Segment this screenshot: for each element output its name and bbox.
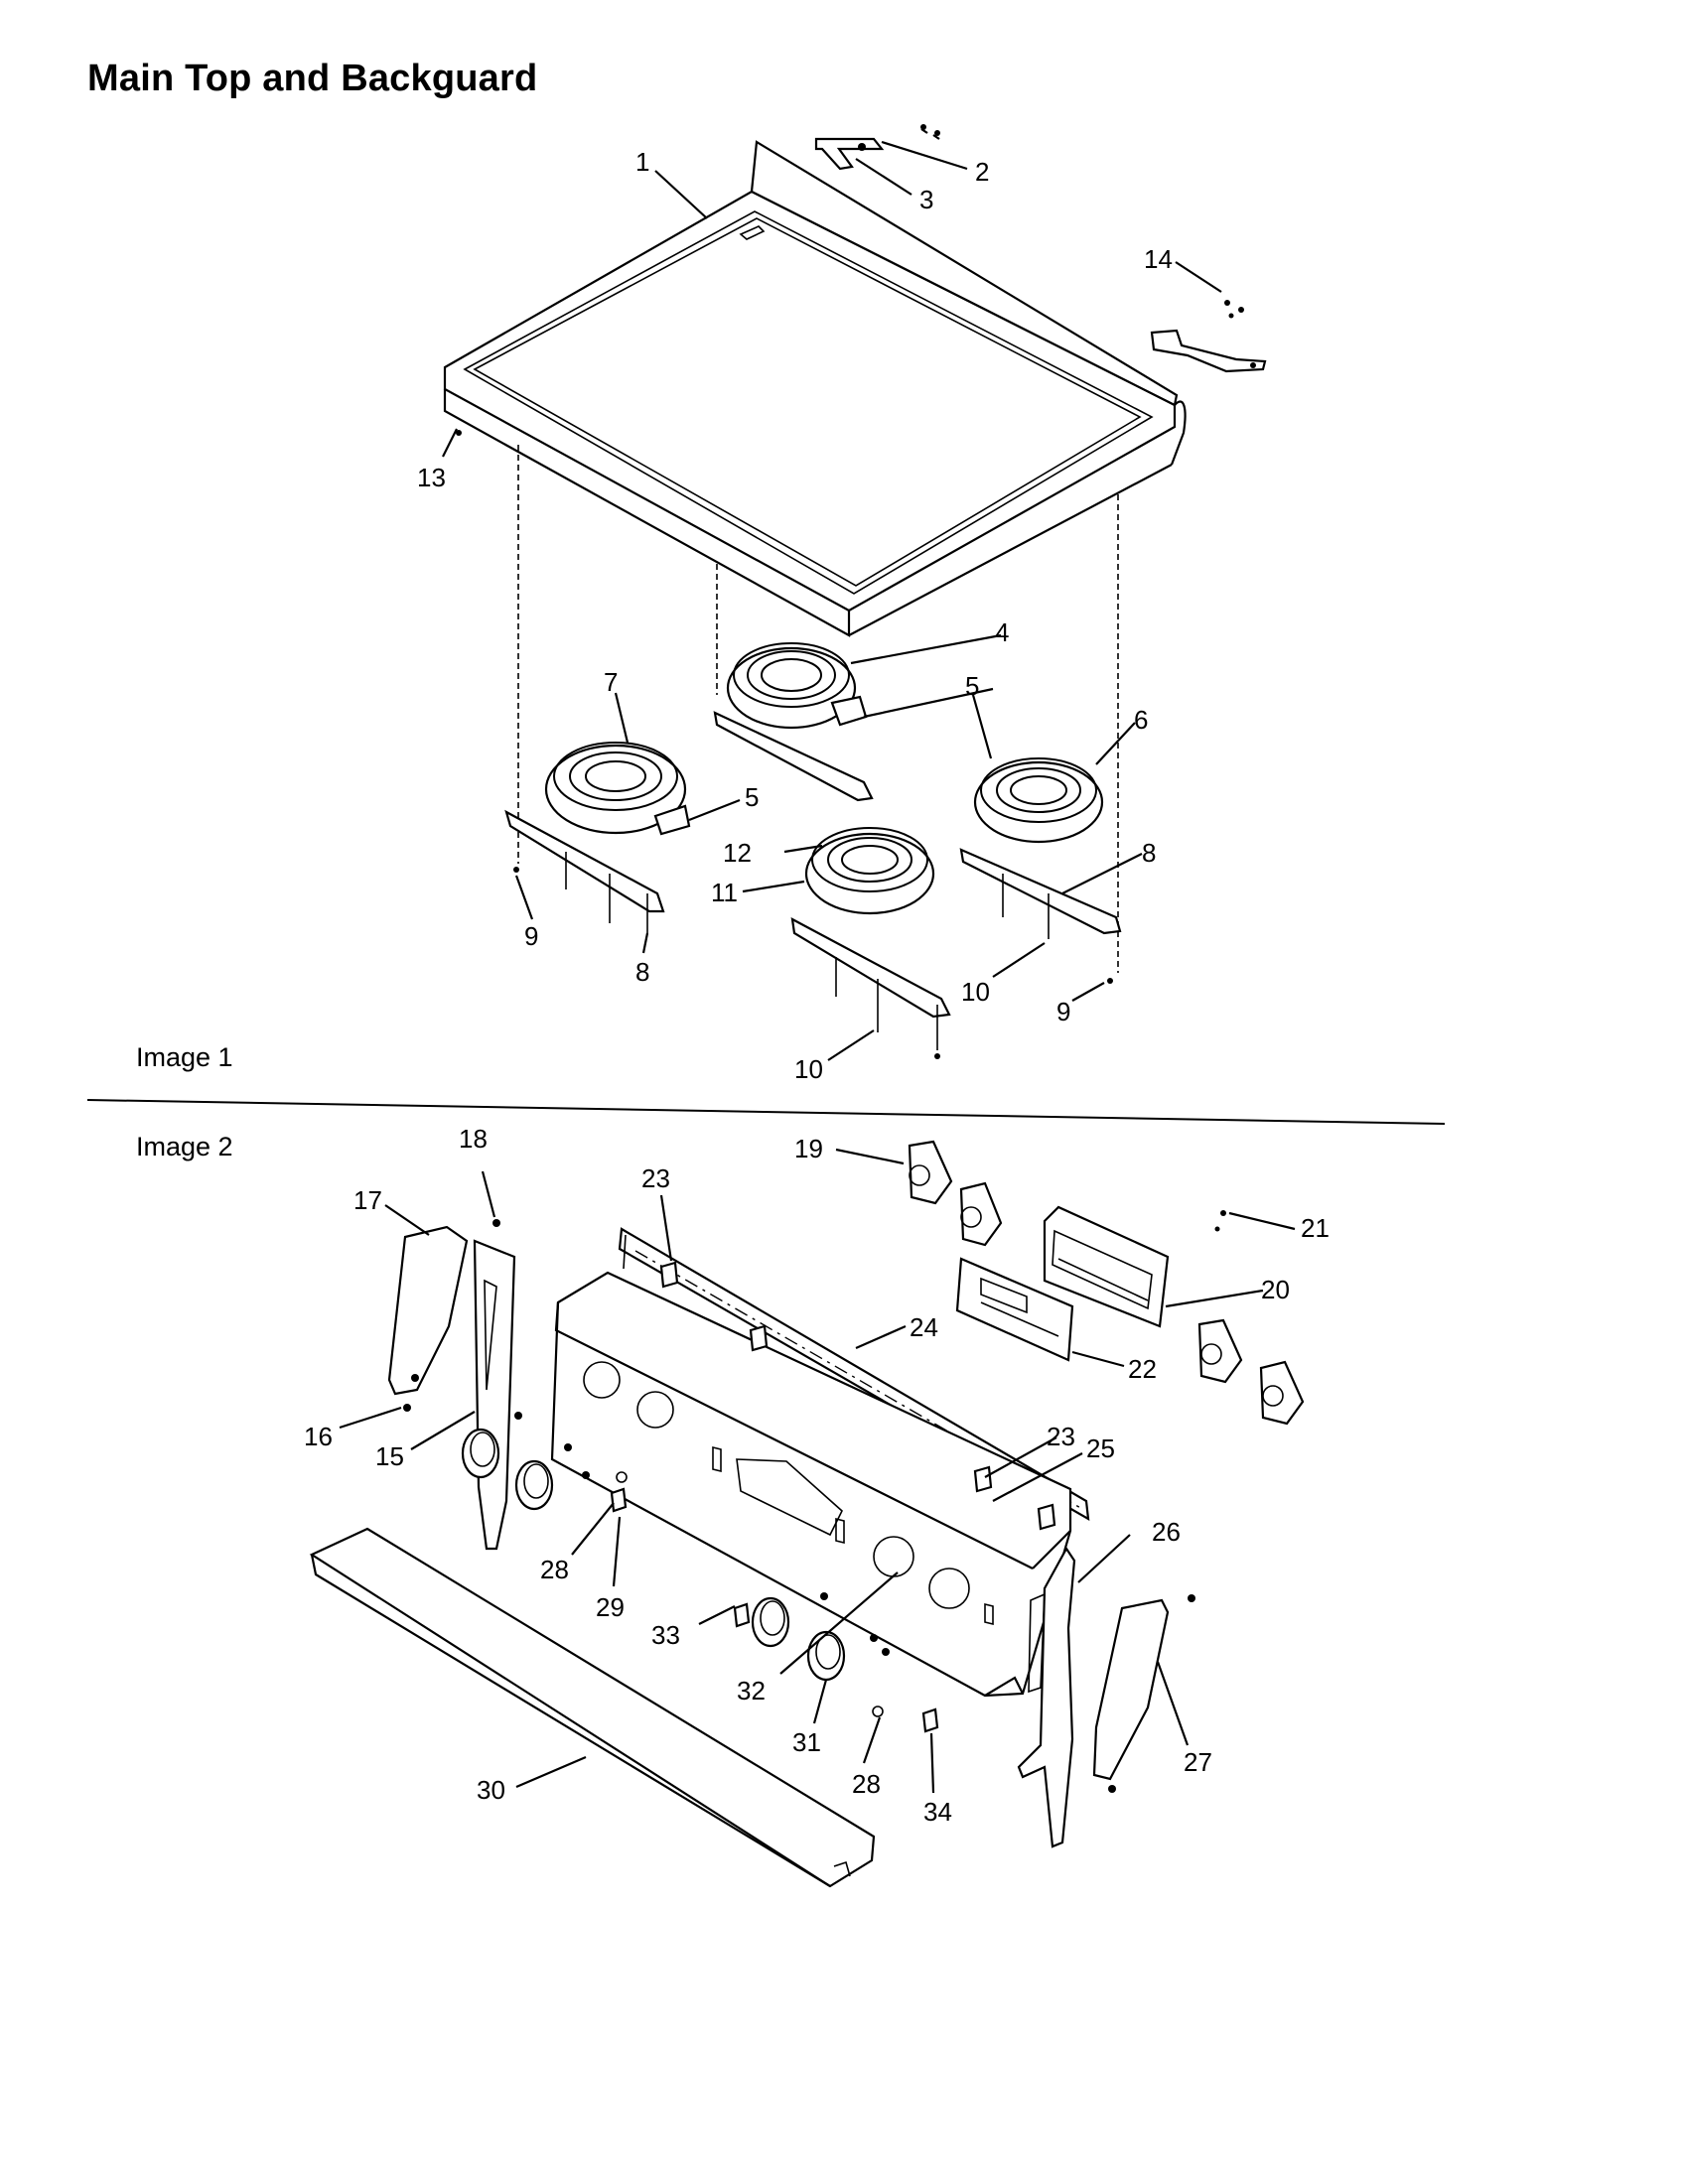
callout-9b: 9 bbox=[1056, 997, 1070, 1026]
callout-18: 18 bbox=[459, 1124, 488, 1154]
knobs-right bbox=[751, 1596, 846, 1682]
surface-element-7 bbox=[504, 742, 691, 933]
callout-32: 32 bbox=[737, 1676, 766, 1706]
callout-2: 2 bbox=[975, 157, 989, 187]
callout-12: 12 bbox=[723, 838, 752, 868]
callout-26: 26 bbox=[1152, 1517, 1181, 1547]
surface-element-4 bbox=[713, 642, 874, 802]
callout-25: 25 bbox=[1086, 1433, 1115, 1463]
callout-labels: 1 2 3 14 13 4 5 7 6 5 12 11 8 9 8 10 9 1… bbox=[304, 147, 1330, 1827]
callout-34: 34 bbox=[923, 1797, 952, 1827]
callout-16: 16 bbox=[304, 1422, 333, 1451]
page-title: Main Top and Backguard bbox=[87, 58, 538, 99]
main-top bbox=[443, 140, 1187, 637]
callout-14: 14 bbox=[1144, 244, 1173, 274]
knobs-left bbox=[461, 1428, 554, 1511]
hinge-bracket-left bbox=[814, 124, 940, 171]
callout-19: 19 bbox=[794, 1134, 823, 1163]
callout-1: 1 bbox=[635, 147, 649, 177]
callout-4: 4 bbox=[995, 617, 1009, 647]
callout-3: 3 bbox=[919, 185, 933, 214]
callout-29: 29 bbox=[596, 1592, 625, 1622]
callout-9a: 9 bbox=[524, 921, 538, 951]
callout-7: 7 bbox=[604, 667, 618, 697]
control-board-20 bbox=[1043, 1205, 1170, 1328]
callout-11: 11 bbox=[711, 878, 738, 907]
callout-13: 13 bbox=[417, 463, 446, 492]
hinge-bracket-right bbox=[1150, 300, 1267, 373]
callout-5a: 5 bbox=[965, 671, 979, 701]
callout-28b: 28 bbox=[852, 1769, 881, 1799]
callout-31: 31 bbox=[792, 1727, 821, 1757]
callout-28a: 28 bbox=[540, 1555, 569, 1584]
callout-33: 33 bbox=[651, 1620, 680, 1650]
callout-20: 20 bbox=[1261, 1275, 1290, 1304]
left-end-cap bbox=[387, 1225, 469, 1396]
callout-8b: 8 bbox=[635, 957, 649, 987]
touchpad-22 bbox=[955, 1257, 1074, 1362]
surface-element-6 bbox=[959, 757, 1122, 939]
switches-19 bbox=[908, 1140, 1003, 1247]
callout-23a: 23 bbox=[641, 1163, 670, 1193]
left-end-frame bbox=[473, 1239, 516, 1551]
right-end-frame bbox=[1017, 1546, 1076, 1848]
image-2-label: Image 2 bbox=[136, 1132, 233, 1161]
section-divider bbox=[86, 1099, 1446, 1125]
image-1-label: Image 1 bbox=[136, 1042, 233, 1072]
callout-22: 22 bbox=[1128, 1354, 1157, 1384]
callout-5b: 5 bbox=[745, 782, 759, 812]
switches-right bbox=[1197, 1318, 1305, 1426]
callout-24: 24 bbox=[910, 1312, 938, 1342]
callout-6: 6 bbox=[1134, 705, 1148, 735]
callout-30: 30 bbox=[477, 1775, 505, 1805]
callout-17: 17 bbox=[353, 1185, 382, 1215]
image-2-callout-leaders bbox=[339, 1148, 1296, 1794]
callout-8a: 8 bbox=[1142, 838, 1156, 868]
callout-10a: 10 bbox=[961, 977, 990, 1007]
surface-element-11 bbox=[790, 827, 951, 1050]
callout-27: 27 bbox=[1184, 1747, 1212, 1777]
lower-trim-30 bbox=[309, 1527, 876, 1888]
backguard-console bbox=[550, 1271, 1072, 1698]
right-end-cap bbox=[1092, 1598, 1170, 1781]
callout-21: 21 bbox=[1301, 1213, 1330, 1243]
callout-23b: 23 bbox=[1047, 1422, 1075, 1451]
callout-15: 15 bbox=[375, 1441, 404, 1471]
image-1-callout-leaders bbox=[442, 140, 1222, 1061]
callout-10b: 10 bbox=[794, 1054, 823, 1084]
